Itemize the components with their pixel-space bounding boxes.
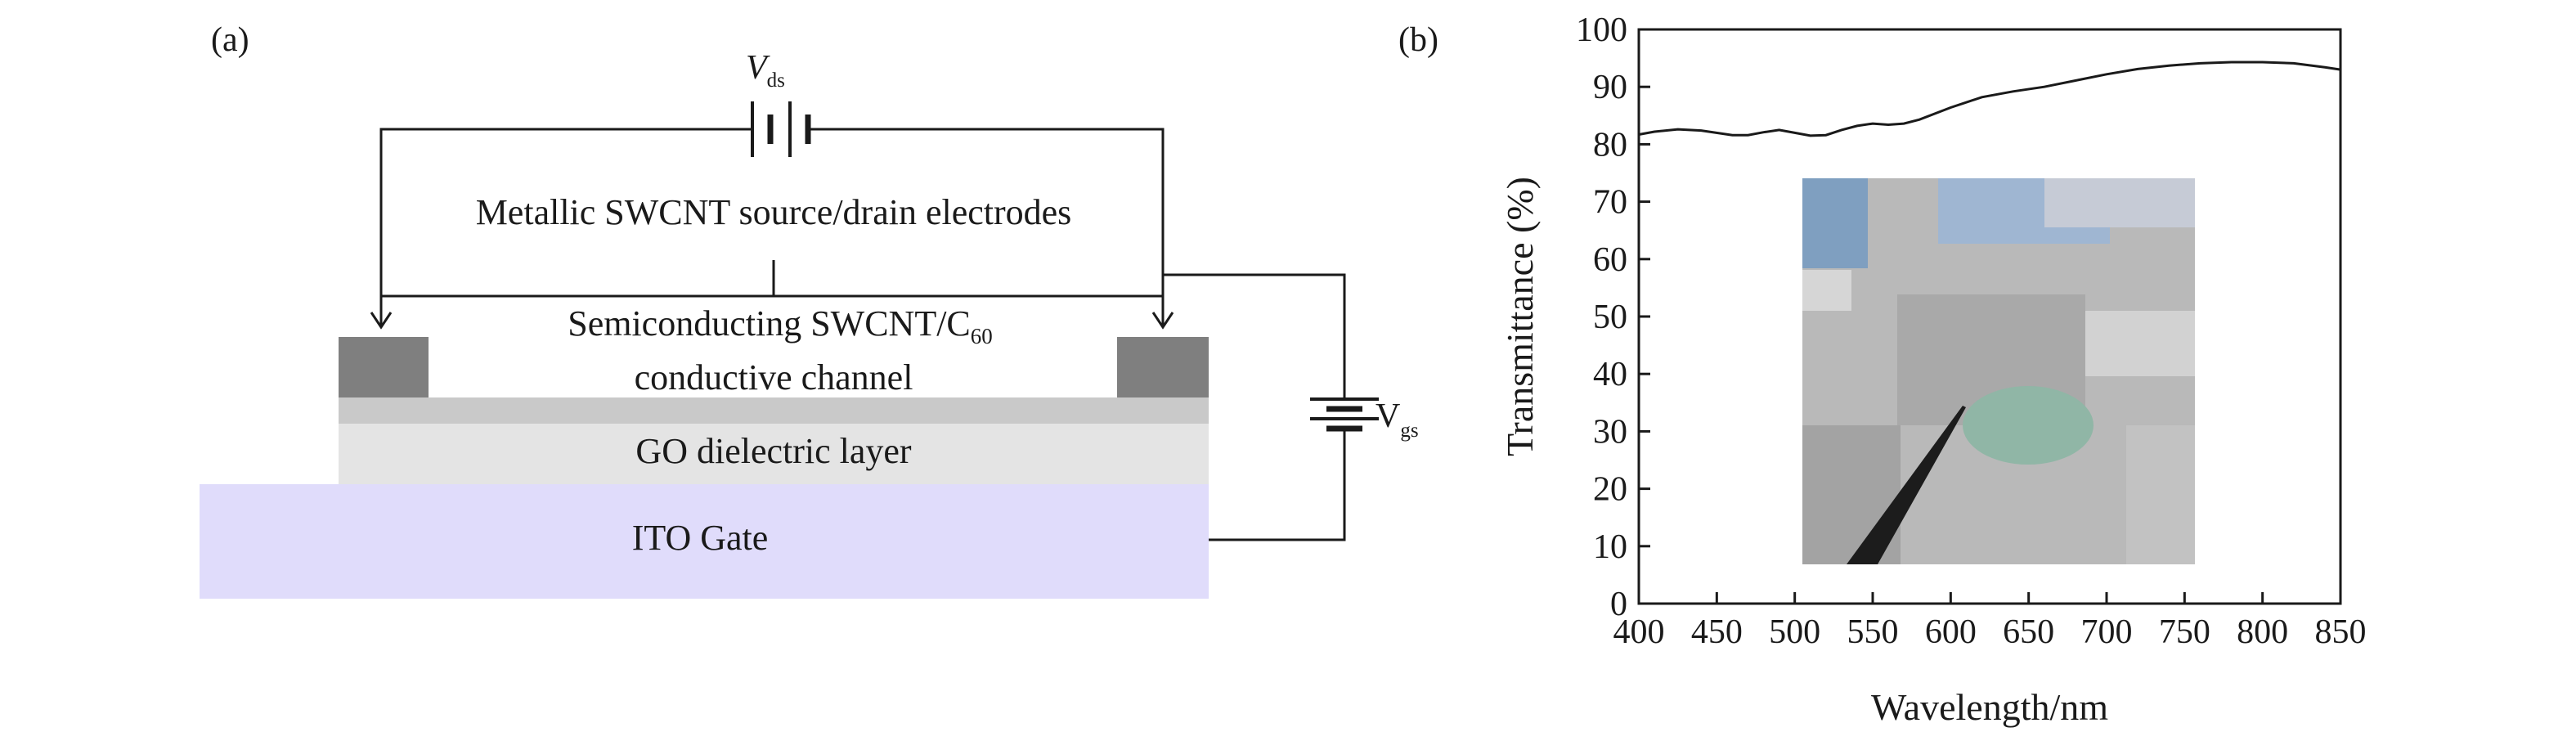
panel-b-label: (b) xyxy=(1398,21,1438,59)
x-tick-label: 500 xyxy=(1769,613,1820,651)
y-tick-label: 70 xyxy=(1593,184,1627,222)
x-tick-label: 450 xyxy=(1691,613,1743,651)
x-tick-label: 650 xyxy=(2003,613,2054,651)
inset-photo xyxy=(1802,178,2195,564)
axis-ticks xyxy=(1637,28,2342,605)
vgs-circuit-wire xyxy=(1163,273,1346,541)
x-tick-label: 750 xyxy=(2159,613,2210,651)
source-electrode xyxy=(339,337,429,397)
channel-label-line2: conductive channel xyxy=(635,357,913,397)
gate-label: ITO Gate xyxy=(632,518,769,558)
x-tick-label: 600 xyxy=(1925,613,1977,651)
y-tick-label: 60 xyxy=(1593,241,1627,279)
x-tick-label: 550 xyxy=(1847,613,1899,651)
arrow-down-icon xyxy=(370,312,1174,330)
electrodes-label: Metallic SWCNT source/drain electrodes xyxy=(476,192,1072,232)
transmittance-curve xyxy=(1638,61,2341,137)
vgs-battery-icon xyxy=(1310,397,1379,432)
y-tick-label: 80 xyxy=(1593,126,1627,164)
axis-tick-labels: 400 450 500 550 600 650 700 750 800 850 0 10 20 30 40 5… xyxy=(1576,11,2367,651)
x-tick-label: 800 xyxy=(2237,613,2288,651)
vds-battery-icon xyxy=(751,101,811,157)
channel-label: Semiconducting SWCNT/C60 xyxy=(568,303,993,348)
panel-b: (b) 400 450 500 550 600 650 700 750 800 850 0 10 20 3… xyxy=(1398,11,2367,728)
y-tick-label: 10 xyxy=(1593,528,1627,566)
y-axis-label: Transmittance (%) xyxy=(1499,177,1541,456)
ito-gate-layer xyxy=(200,484,1209,599)
y-tick-label: 20 xyxy=(1593,471,1627,509)
panel-a-label: (a) xyxy=(211,21,249,59)
semiconducting-channel-layer xyxy=(339,397,1209,424)
vgs-label: Vgs xyxy=(1376,397,1419,442)
go-dielectric-layer xyxy=(339,424,1209,484)
panel-a: (a) Vds xyxy=(200,21,1419,599)
dielectric-label: GO dielectric layer xyxy=(635,431,912,471)
x-tick-label: 400 xyxy=(1613,613,1665,651)
y-tick-label: 40 xyxy=(1593,356,1627,393)
x-tick-label: 700 xyxy=(2081,613,2133,651)
y-tick-label: 100 xyxy=(1576,11,1627,49)
drain-electrode xyxy=(1117,337,1209,397)
y-tick-label: 90 xyxy=(1593,69,1627,106)
vds-label: Vds xyxy=(746,49,785,92)
x-axis-label: Wavelength/nm xyxy=(1871,686,2108,728)
y-tick-label: 30 xyxy=(1593,413,1627,451)
vds-circuit-wire xyxy=(379,128,1165,326)
y-tick-label: 50 xyxy=(1593,299,1627,336)
y-tick-label: 0 xyxy=(1610,586,1627,623)
x-tick-label: 850 xyxy=(2315,613,2367,651)
